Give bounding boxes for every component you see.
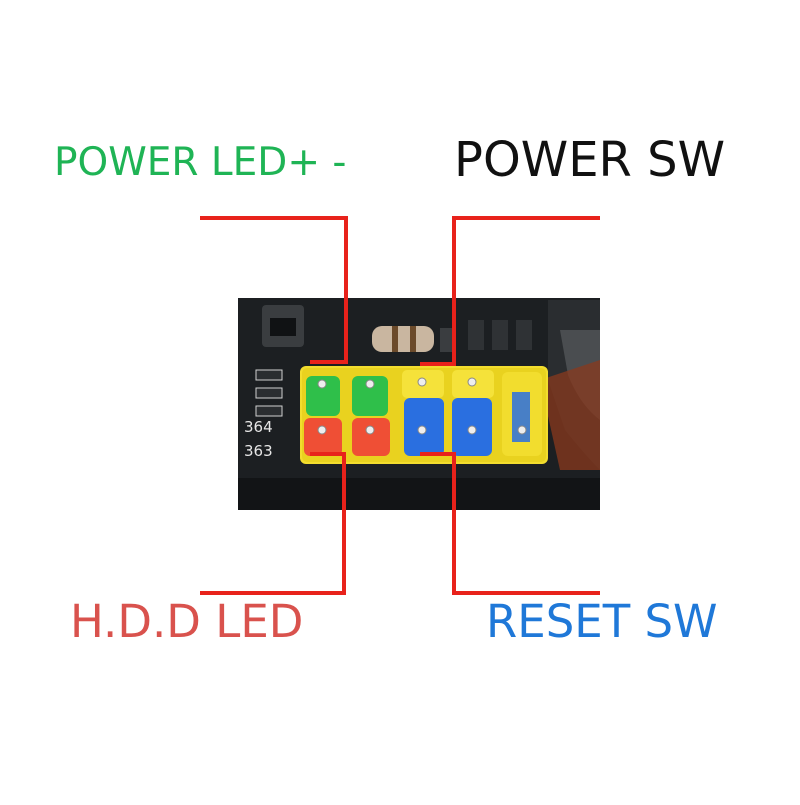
reset-sw-leader bbox=[420, 452, 600, 595]
power-led-pin-left bbox=[306, 376, 340, 416]
power-led-leader bbox=[200, 216, 348, 364]
board-code-bottom: 363 bbox=[244, 442, 273, 460]
power-sw-label: POWER SW bbox=[454, 132, 726, 188]
leader-lines bbox=[200, 216, 600, 595]
board-code-top: 364 bbox=[244, 418, 273, 436]
front-panel-header bbox=[300, 366, 548, 464]
hdd-led-pin-right bbox=[352, 418, 390, 456]
power-led-label: POWER LED+ - bbox=[54, 140, 347, 185]
power-sw-leader bbox=[420, 216, 600, 366]
reset-sw-label: RESET SW bbox=[486, 595, 718, 648]
hdd-led-leader bbox=[200, 452, 346, 595]
hdd-led-pin-left bbox=[304, 418, 342, 456]
hdd-led-label: H.D.D LED bbox=[70, 595, 304, 648]
power-led-pin-right bbox=[352, 376, 388, 416]
